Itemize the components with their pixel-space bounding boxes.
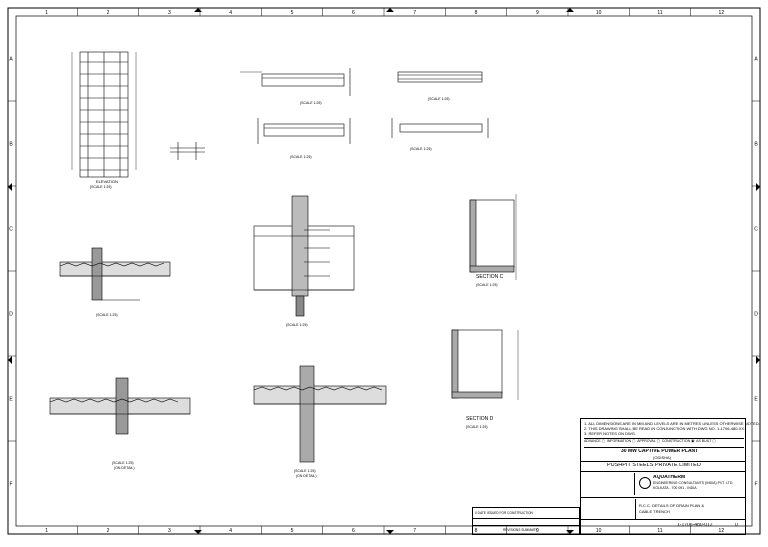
section-a-view	[59, 247, 171, 301]
row-label: C	[754, 227, 758, 233]
section-a-scale: (SCALE 1:25)	[96, 313, 118, 317]
column-label-bottom: 6	[352, 528, 355, 534]
column-label-top: 11	[657, 10, 662, 16]
consultant-name: AQUATHERM	[653, 475, 686, 480]
plan-right-view	[391, 71, 489, 138]
column-label-bottom: 3	[168, 528, 171, 534]
plan-top2-scale: (SCALE 1:25)	[290, 155, 312, 159]
plan-right2-scale: (SCALE 1:25)	[410, 147, 432, 151]
column-label-top: 1	[45, 10, 48, 16]
title-block: 1. ALL DIMENSIONS ARE IN MM AND LEVELS A…	[580, 418, 760, 535]
title-cell	[635, 499, 746, 519]
section-x-scale: (SCALE 1:25)	[112, 461, 134, 465]
column-label-top: 6	[352, 10, 355, 16]
elevation-scale: (SCALE 1:25)	[90, 185, 112, 189]
note-3: 3. REFER NOTES ON DWG.	[584, 431, 637, 436]
plan-right-scale: (SCALE 1:25)	[428, 97, 450, 101]
client-name: PUSHPIT STEELS PRIVATE LIMITED	[607, 463, 701, 468]
column-label-bottom: 7	[413, 528, 416, 534]
section-y-scale: (SCALE 1:25)	[294, 469, 316, 473]
section-c-caption: SECTION C	[476, 274, 504, 280]
consultant-city: KOLKATA - 700 091 - INDIA	[653, 486, 697, 490]
column-label-top: 12	[719, 10, 725, 16]
row-label: A	[754, 57, 758, 63]
column-label-top: 3	[168, 10, 171, 16]
column-label-top: 5	[291, 10, 294, 16]
elevation-caption: ELEVATION	[96, 179, 118, 184]
column-label-top: 9	[536, 10, 539, 16]
row-label: D	[9, 312, 13, 318]
row-label: B	[754, 142, 758, 148]
section-b-view	[253, 195, 355, 317]
column-label-bottom: 10	[596, 528, 602, 534]
column-label-top: 10	[596, 10, 602, 16]
column-label-bottom: 5	[291, 528, 294, 534]
consultant-sub: ENGINEERING CONSULTANTS (INDIA) PVT. LTD…	[653, 481, 734, 485]
row-label: B	[9, 142, 13, 148]
row-label: F	[9, 482, 12, 488]
row-label: E	[9, 397, 13, 403]
section-d-scale: (SCALE 1:25)	[466, 425, 488, 429]
signature-table	[584, 473, 635, 495]
column-label-bottom: 4	[229, 528, 232, 534]
row-label: E	[754, 397, 758, 403]
revision-header: REVISIONS SUMMARY	[503, 528, 538, 532]
project-name: 30 MW CAPTIVE POWER PLANT	[621, 449, 699, 454]
row-markers: A A B B C C D D E E F F	[8, 57, 760, 488]
row-label: C	[9, 227, 13, 233]
column-label-top: 8	[475, 10, 478, 16]
consultant-logo	[639, 477, 651, 489]
small-detail	[170, 142, 205, 160]
elevation-view	[71, 51, 137, 178]
column-label-bottom: 1	[45, 528, 48, 534]
revision-number: 0	[735, 523, 738, 528]
section-y-note: (ON DETAIL)	[296, 474, 317, 478]
plan-top-scale: (SCALE 1:25)	[300, 101, 322, 105]
section-d-caption: SECTION D	[466, 416, 494, 422]
section-x-view	[49, 377, 191, 435]
section-b-scale: (SCALE 1:25)	[286, 323, 308, 327]
plan-top-view	[240, 68, 351, 144]
section-d-view	[451, 329, 519, 400]
section-c-view	[469, 194, 517, 280]
column-label-top: 4	[229, 10, 232, 16]
column-label-top: 7	[413, 10, 416, 16]
drawing-title-1: R.C.C. DETAILS OF DRAIN PLAN &	[639, 503, 705, 508]
column-label-bottom: 2	[107, 528, 110, 534]
project-location: (ODISHA)	[653, 455, 671, 460]
section-y-view	[253, 365, 387, 463]
section-x-note: (ON DETAIL)	[114, 466, 135, 470]
note-2: 2. THIS DRAWING SHALL BE READ IN CONJUNC…	[584, 426, 746, 431]
row-label: D	[754, 312, 758, 318]
row-label: A	[9, 57, 13, 63]
status-row: ADVANCE ▢ INFORMATION ▢ APPROVAL ▢ CONST…	[584, 438, 744, 448]
column-label-bottom: 8	[475, 528, 478, 534]
column-label-bottom: 9	[536, 528, 539, 534]
column-label-top: 2	[107, 10, 110, 16]
drawing-number: 1-1706-480-012	[677, 523, 713, 528]
note-1: 1. ALL DIMENSIONS ARE IN MM AND LEVELS A…	[584, 421, 760, 426]
revision-table: 0 DATE ISSUED FOR CONSTRUCTION REVISIONS…	[472, 507, 580, 535]
drawing-title-2: CABLE TRENCH	[639, 509, 670, 514]
column-label-bottom: 12	[719, 528, 725, 534]
revision-row: 0 DATE ISSUED FOR CONSTRUCTION	[475, 511, 533, 515]
row-label: F	[754, 482, 757, 488]
column-label-bottom: 11	[657, 528, 662, 534]
section-c-scale: (SCALE 1:25)	[476, 283, 498, 287]
